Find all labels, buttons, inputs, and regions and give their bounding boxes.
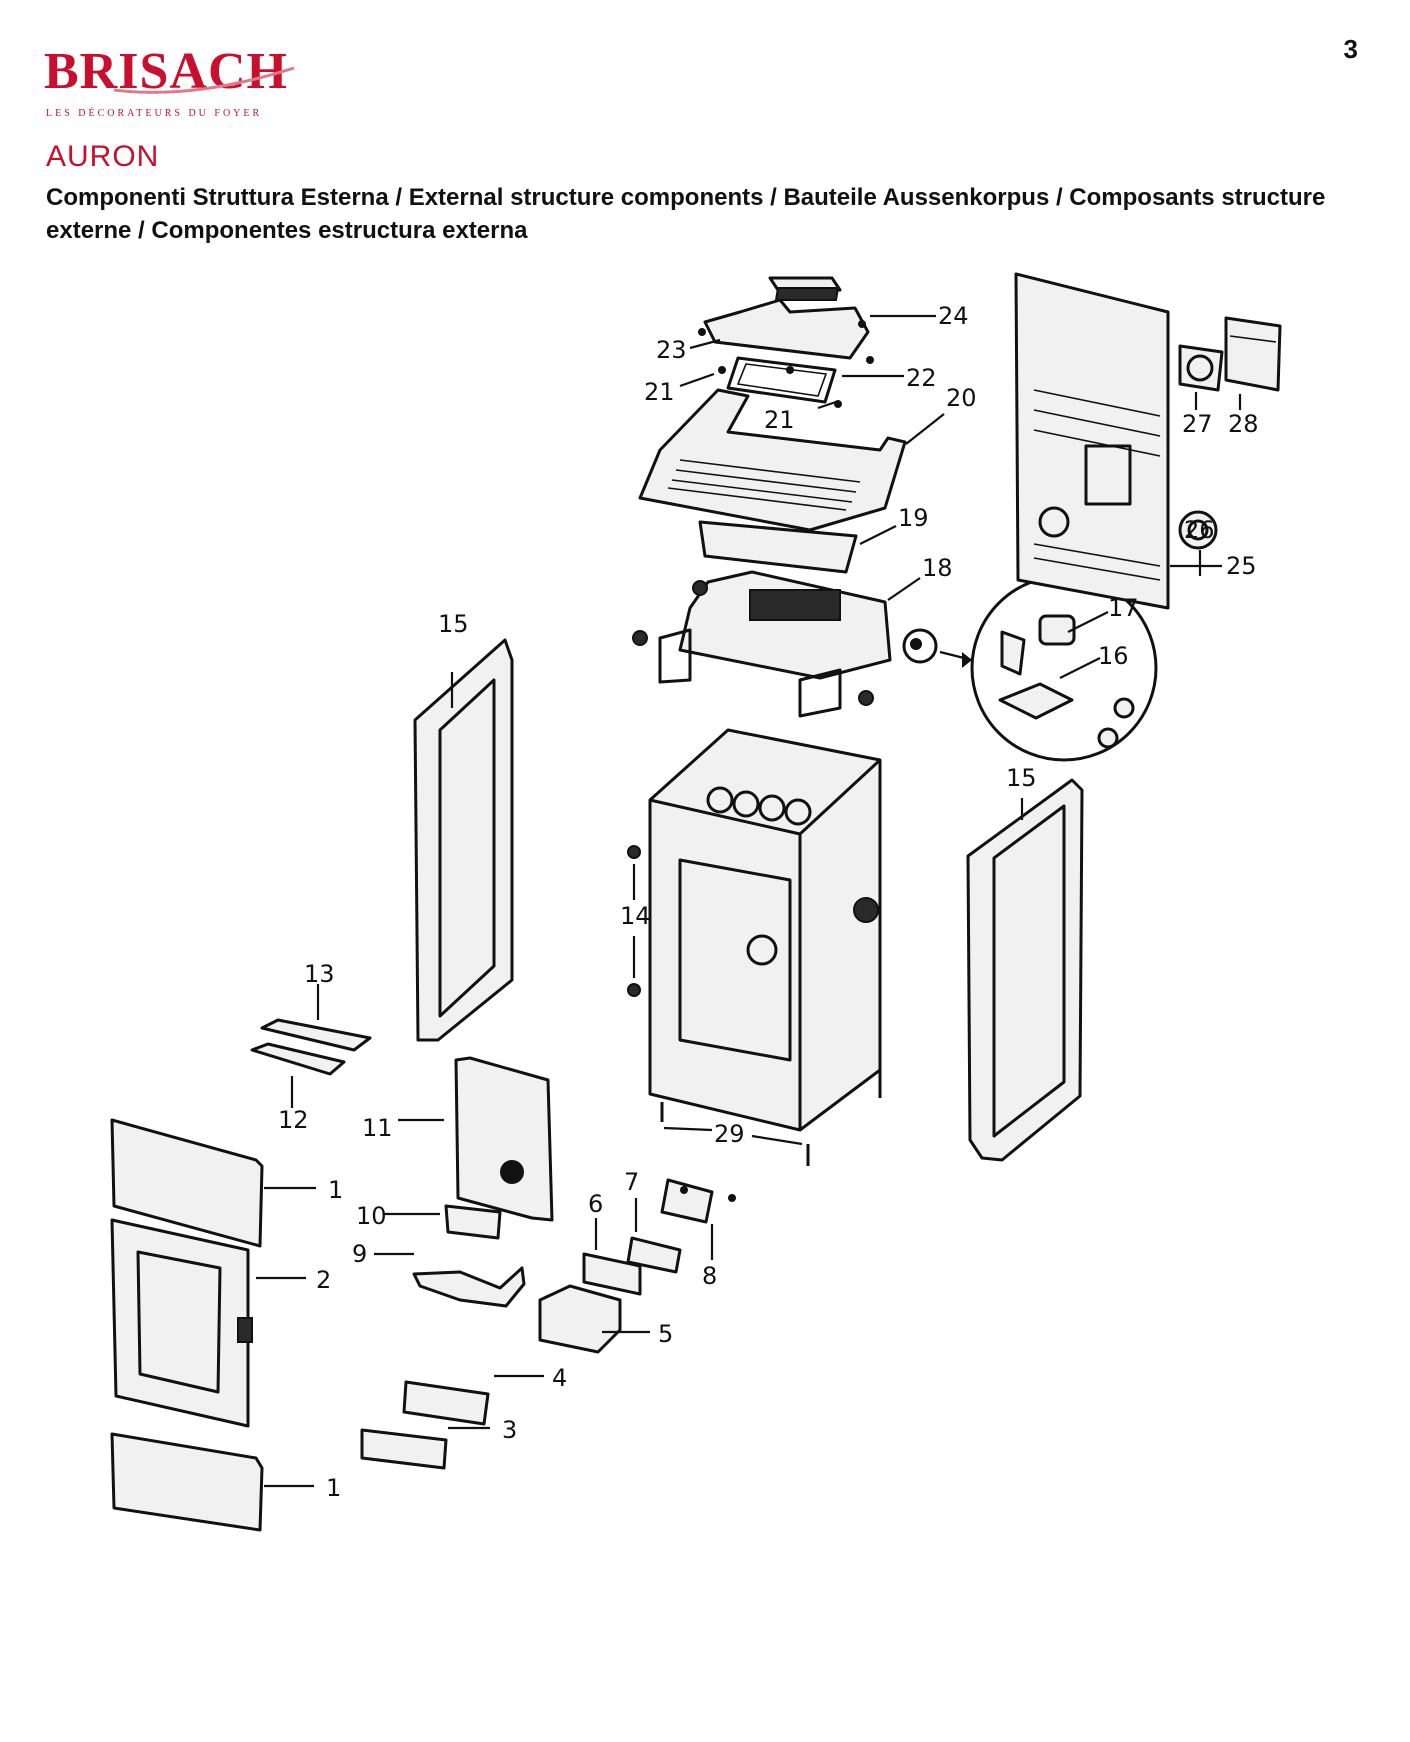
part-1-lower-panel <box>110 1432 264 1532</box>
part-26-flange <box>1178 510 1218 550</box>
part-20-top-frame <box>638 388 907 532</box>
label-part-8: 8 <box>702 1262 717 1290</box>
page-number: 3 <box>1343 34 1358 64</box>
label-part-25: 25 <box>1226 552 1257 580</box>
part-24-top-lid <box>698 298 874 374</box>
part-21-screw-a <box>718 366 726 374</box>
label-part-15-left: 15 <box>438 610 469 638</box>
part-10-burn-pot <box>444 1204 502 1240</box>
label-part-12: 12 <box>278 1106 309 1134</box>
page-subtitle: Componenti Struttura Esterna / External … <box>46 184 1326 244</box>
part-9-grate <box>412 1266 526 1308</box>
part-1-upper-panel <box>110 1118 264 1248</box>
part-3-frame <box>360 1428 448 1470</box>
logo-tagline: LES DÉCORATEURS DU FOYER <box>46 107 262 119</box>
leader-lines <box>256 314 1242 1488</box>
label-part-16: 16 <box>1098 642 1129 670</box>
part-18-support-chassis <box>632 570 892 718</box>
label-part-17: 17 <box>1108 594 1139 622</box>
part-19-front-trim <box>698 520 858 574</box>
label-part-24: 24 <box>938 302 969 330</box>
label-part-14: 14 <box>620 902 651 930</box>
label-part-2: 2 <box>316 1266 331 1294</box>
part-12-bottom-plate <box>250 1042 346 1076</box>
part-13-top-plate <box>260 1018 372 1052</box>
part-15-left-side-panel <box>413 638 514 1042</box>
logo-wordmark: BRISACH <box>44 43 288 100</box>
label-part-27: 27 <box>1182 410 1213 438</box>
part-6-gasket <box>582 1252 642 1296</box>
label-part-26: 26 <box>1184 516 1215 544</box>
part-16-screw-b <box>1097 727 1119 749</box>
part-15-right-side-panel <box>966 778 1084 1162</box>
part-5-ash-box <box>538 1284 622 1354</box>
detail-16-17-callout <box>902 574 1158 762</box>
label-part-1-lower: 1 <box>326 1474 341 1502</box>
part-2-glass-door <box>110 1218 253 1428</box>
part-8-bracket <box>660 1178 736 1224</box>
label-part-4: 4 <box>552 1364 567 1392</box>
label-part-5: 5 <box>658 1320 673 1348</box>
part-16-screw-a <box>1113 697 1135 719</box>
label-part-10: 10 <box>356 1202 387 1230</box>
label-part-21-right: 21 <box>764 406 795 434</box>
label-part-21-left: 21 <box>644 378 675 406</box>
part-25-back-panel <box>1014 272 1170 610</box>
label-part-11: 11 <box>362 1114 393 1142</box>
part-17-foot <box>1038 614 1076 646</box>
part-14-bolt-b <box>627 983 641 997</box>
part-28-cover-plate <box>1224 316 1282 392</box>
label-part-22: 22 <box>906 364 937 392</box>
label-part-3: 3 <box>502 1416 517 1444</box>
label-part-15-right: 15 <box>1006 764 1037 792</box>
label-part-28: 28 <box>1228 410 1259 438</box>
label-part-9: 9 <box>352 1240 367 1268</box>
label-part-1-upper: 1 <box>328 1176 343 1204</box>
label-part-18: 18 <box>922 554 953 582</box>
label-part-29: 29 <box>714 1120 745 1148</box>
part-22-gasket <box>726 356 837 404</box>
label-part-23: 23 <box>656 336 687 364</box>
part-14-bolt-a <box>627 845 641 859</box>
exploded-parts-diagram: 1 2 1 3 4 5 6 7 8 9 10 11 12 13 14 15 15… <box>110 272 1282 1532</box>
part-top-handle <box>768 276 842 301</box>
part-27-flue-plate <box>1178 344 1224 392</box>
label-part-20: 20 <box>946 384 977 412</box>
part-4-frame <box>402 1380 490 1426</box>
model-title: AURON <box>46 140 160 173</box>
logo-swoosh <box>113 66 295 94</box>
part-7-door-frame <box>626 1236 682 1274</box>
label-part-7: 7 <box>624 1168 639 1196</box>
part-11-back-wall <box>454 1056 554 1222</box>
label-part-13: 13 <box>304 960 335 988</box>
brisach-logo: BRISACH LES DÉCORATEURS DU FOYER <box>44 43 295 119</box>
part-main-body <box>648 728 882 1132</box>
label-part-6: 6 <box>588 1190 603 1218</box>
label-part-19: 19 <box>898 504 929 532</box>
